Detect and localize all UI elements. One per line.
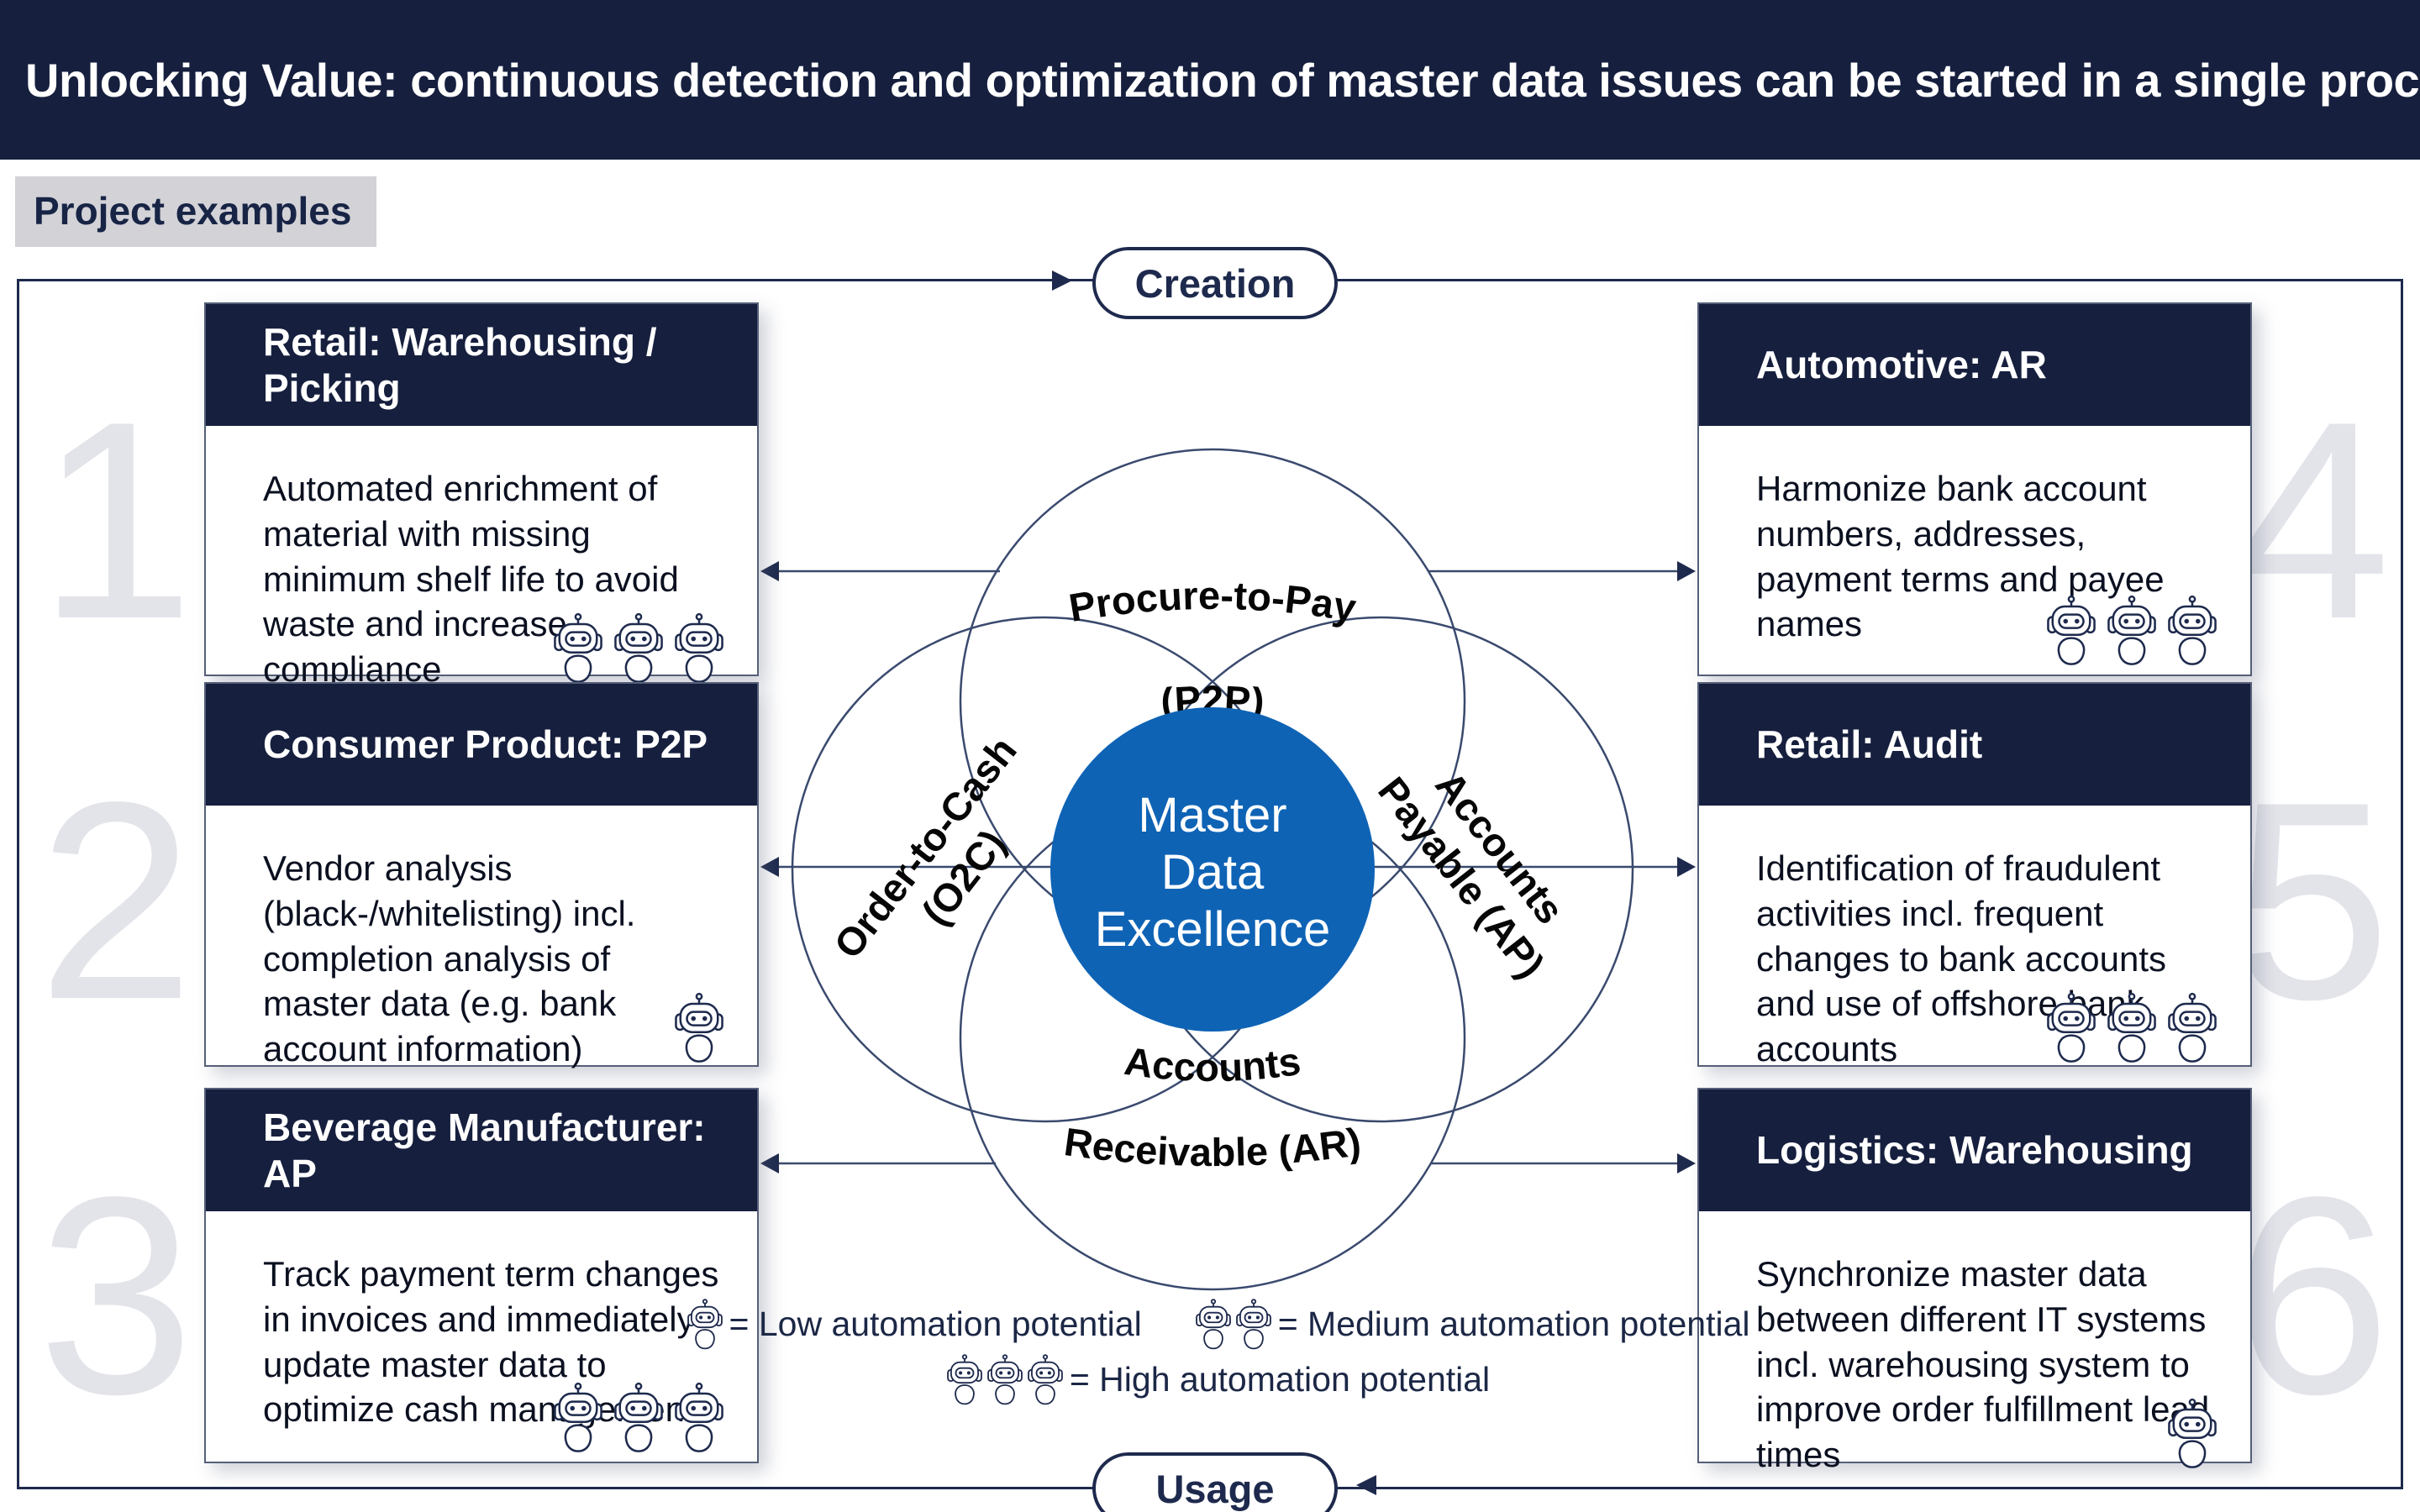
card-title: Retail: Warehousing / Picking (206, 304, 757, 426)
robot-icon (986, 1354, 1023, 1405)
master-data-circle (1050, 707, 1375, 1032)
automation-legend: = Low automation potential (687, 1298, 1750, 1405)
ghost-number-3: 3 (37, 1138, 195, 1452)
robot-icon (2168, 992, 2217, 1063)
robot-icon (2168, 595, 2217, 665)
legend-low-icons (687, 1298, 723, 1350)
legend-row-1: = Low automation potential (687, 1298, 1750, 1350)
card-text: Identification of fraudulent activities … (1756, 848, 2167, 1068)
robot-icon (554, 612, 602, 683)
project-examples-tag: Project examples (15, 176, 377, 247)
robot-icon (1235, 1299, 1271, 1350)
legend-row-2: = High automation potential (946, 1353, 1491, 1405)
legend-high-label: = High automation potential (1069, 1359, 1491, 1399)
automation-rating (2047, 991, 2217, 1063)
robot-icon (675, 992, 723, 1063)
card-logistics-warehousing: Logistics: Warehousing Synchronize maste… (1697, 1088, 2252, 1474)
robot-icon (2107, 595, 2156, 665)
ap-label: Accounts Payable (AP) (1370, 763, 1573, 986)
card-body: Synchronize master data between differen… (1699, 1211, 2250, 1478)
ghost-number-5: 5 (2233, 743, 2391, 1058)
robot-icon (2107, 992, 2156, 1063)
card-retail-warehousing: Retail: Warehousing / Picking Automated … (204, 302, 759, 689)
card-automotive-ar: Automotive: AR Harmonize bank account nu… (1697, 302, 2252, 676)
robot-icon (2047, 992, 2096, 1063)
ghost-number-2: 2 (37, 743, 195, 1058)
card-retail-audit: Retail: Audit Identification of fraudule… (1697, 682, 2252, 1068)
card-text: Vendor analysis (black-/whitelisting) in… (263, 848, 636, 1068)
card-consumer-product: Consumer Product: P2P Vendor analysis (b… (204, 682, 759, 1068)
card-text: Synchronize master data between differen… (1756, 1254, 2210, 1474)
connector-arrowheads (760, 561, 1696, 1173)
p2p-label: Procure-to-Pay (1065, 573, 1359, 630)
card-body: Track payment term changes in invoices a… (206, 1211, 757, 1462)
legend-high: = High automation potential (946, 1353, 1491, 1405)
card-body: Identification of fraudulent activities … (1699, 806, 2250, 1072)
robot-icon (2047, 595, 2096, 665)
legend-high-icons (946, 1353, 1063, 1405)
robot-icon (675, 1382, 723, 1452)
master-data-label: Master Data Excellence (1095, 788, 1330, 957)
card-text: Automated enrichment of material with mi… (263, 469, 679, 689)
robot-icon (1195, 1299, 1231, 1350)
legend-low-label: = Low automation potential (729, 1304, 1142, 1343)
creation-pill: Creation (1092, 247, 1338, 319)
card-body: Automated enrichment of material with mi… (206, 426, 757, 692)
legend-medium: = Medium automation potential (1195, 1298, 1750, 1350)
usage-pill: Usage (1092, 1452, 1338, 1512)
robot-icon (675, 612, 723, 683)
svg-text:Master: Master (1138, 788, 1286, 843)
card-beverage-manufacturer: Beverage Manufacturer: AP Track payment … (204, 1088, 759, 1463)
o2c-label: Order-to-Cash (O2C) (825, 728, 1025, 967)
legend-low: = Low automation potential (687, 1298, 1142, 1350)
robot-icon (554, 1382, 602, 1452)
card-text: Track payment term changes in invoices a… (263, 1254, 719, 1430)
ar-label-2: Receivable (AR) (1061, 1119, 1363, 1174)
svg-text:Excellence: Excellence (1095, 902, 1330, 957)
automation-rating (554, 1381, 723, 1453)
legend-medium-icons (1195, 1298, 1271, 1350)
ghost-number-6: 6 (2233, 1138, 2391, 1452)
robot-icon (614, 612, 663, 683)
card-title: Automotive: AR (1699, 304, 2250, 426)
slide-title: Unlocking Value: continuous detection an… (25, 53, 2420, 107)
card-title: Logistics: Warehousing (1699, 1089, 2250, 1211)
creation-flow-arrow (1052, 270, 1072, 291)
robot-icon (2168, 1398, 2217, 1468)
automation-rating (2168, 1397, 2217, 1469)
ghost-number-4: 4 (2233, 363, 2391, 677)
robot-icon (1027, 1354, 1063, 1405)
ar-label: Accounts (1122, 1038, 1303, 1089)
automation-rating (675, 991, 723, 1063)
card-title: Beverage Manufacturer: AP (206, 1089, 757, 1211)
robot-icon (614, 1382, 663, 1452)
card-body: Vendor analysis (black-/whitelisting) in… (206, 806, 757, 1072)
header-bar: Unlocking Value: continuous detection an… (0, 0, 2420, 160)
robot-icon (687, 1299, 723, 1350)
card-body: Harmonize bank account numbers, addresse… (1699, 426, 2250, 675)
usage-flow-arrow (1356, 1475, 1376, 1495)
automation-rating (554, 612, 723, 684)
legend-medium-label: = Medium automation potential (1277, 1304, 1750, 1343)
automation-rating (2047, 594, 2217, 666)
card-text: Harmonize bank account numbers, addresse… (1756, 469, 2165, 644)
card-title: Retail: Audit (1699, 684, 2250, 806)
svg-text:Data: Data (1161, 845, 1265, 900)
card-title: Consumer Product: P2P (206, 684, 757, 806)
ghost-number-1: 1 (37, 363, 195, 677)
robot-icon (946, 1354, 982, 1405)
